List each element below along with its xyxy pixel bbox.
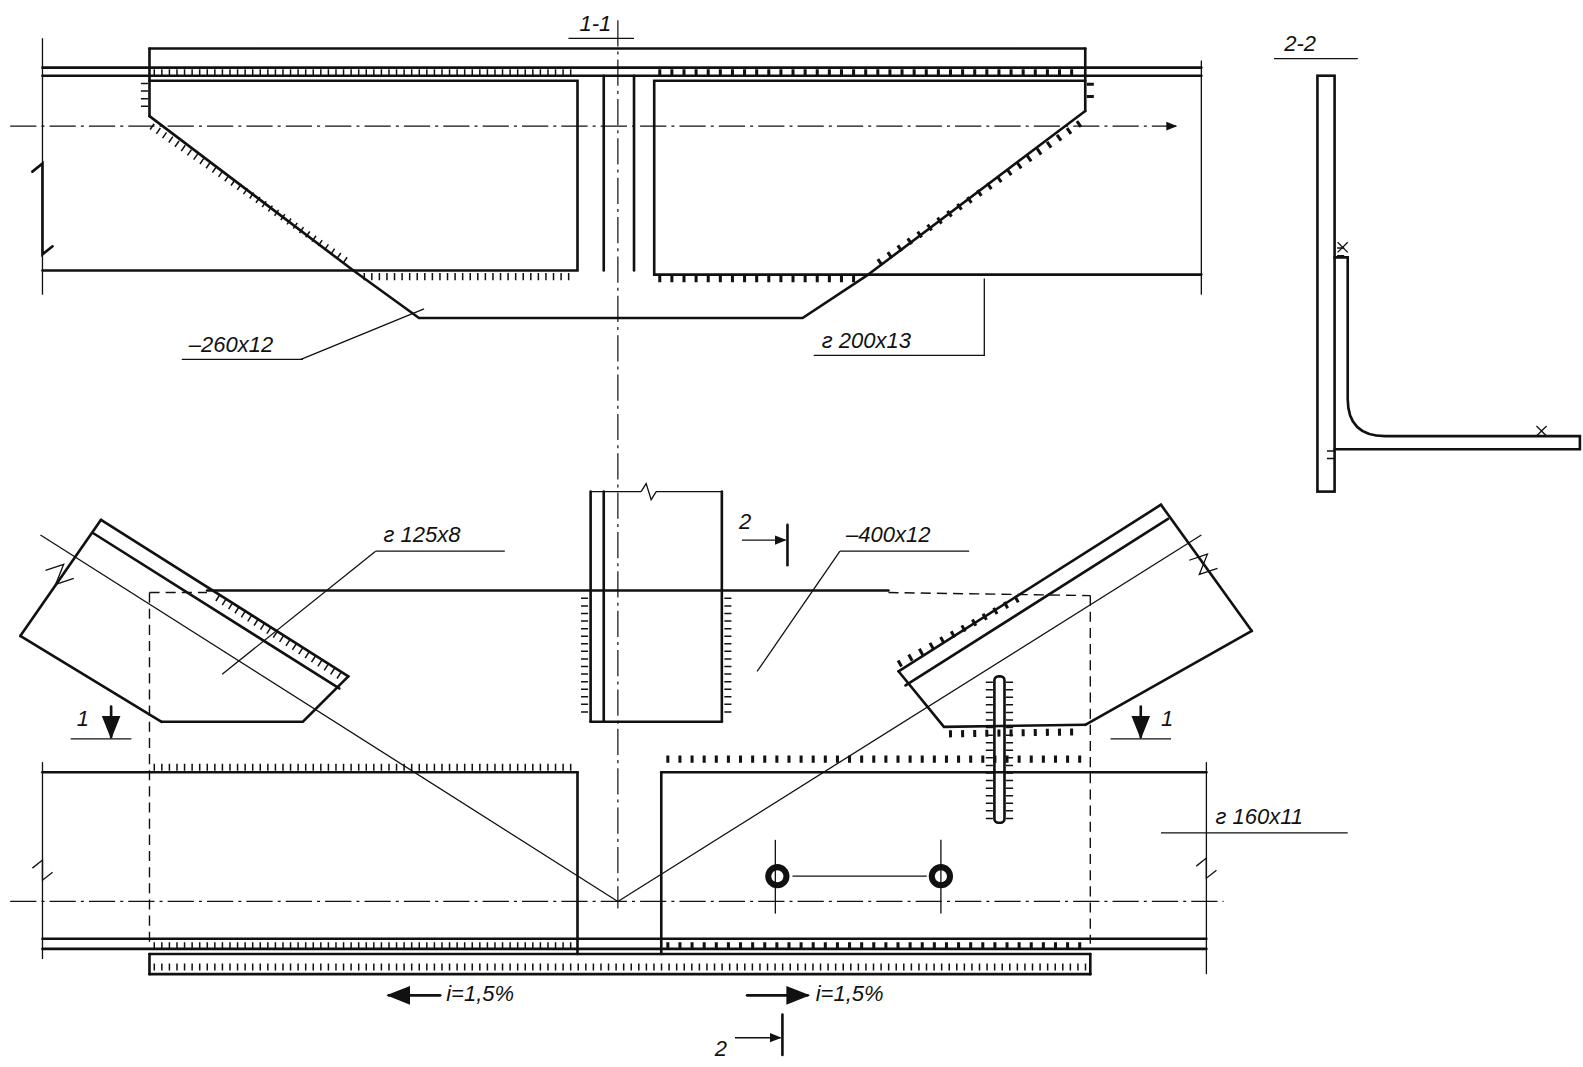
- section-mark: 1-1: [577, 12, 613, 36]
- section-2-2-view: [1274, 59, 1580, 492]
- section-mark: 2-2: [1282, 32, 1318, 56]
- angle-label: г 125x8: [382, 523, 463, 547]
- slope-label: i=1,5%: [814, 982, 886, 1006]
- plate-label: –400x12: [844, 523, 932, 547]
- section-mark: 1: [75, 707, 91, 731]
- section-1-1-view: [10, 20, 1201, 908]
- node-elevation-view: [10, 484, 1348, 1055]
- section-mark: 2: [737, 510, 753, 534]
- plate-label: –260x12: [187, 333, 275, 357]
- angle-label: г 160x11: [1213, 805, 1305, 829]
- section-mark: 1: [1159, 707, 1175, 731]
- section-mark: 2: [713, 1037, 729, 1061]
- angle-label: г 200x13: [820, 329, 913, 353]
- slope-label: i=1,5%: [444, 982, 516, 1006]
